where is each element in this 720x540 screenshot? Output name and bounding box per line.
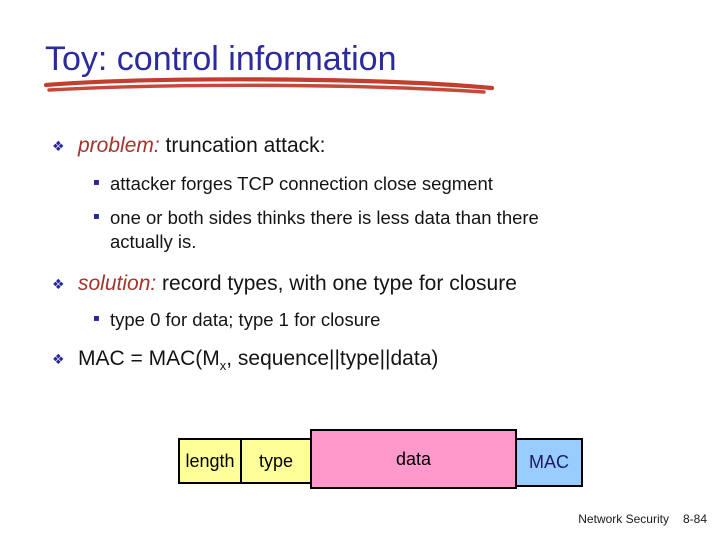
problem-label: problem: [78,134,160,157]
record-field-data: data [310,429,517,489]
sub-bullet-text: one or both sides thinks there is less d… [110,206,539,255]
record-diagram: length type data MAC [178,429,583,489]
sub-bullet-one-or-both: ▪ one or both sides thinks there is less… [93,206,539,255]
bullet-item-problem: ❖ problem: truncation attack: [52,133,325,158]
problem-rest: truncation attack: [159,134,326,157]
sub-bullet-line-1: one or both sides thinks there is less d… [110,207,539,228]
diamond-bullet-icon: ❖ [52,139,65,155]
square-bullet-icon: ▪ [93,313,100,324]
sub-bullet-text: type 0 for data; type 1 for closure [110,309,381,330]
square-bullet-icon: ▪ [93,211,100,222]
slide-footer: Network Security 8-84 [578,512,707,526]
footer-course-label: Network Security [578,512,669,526]
diamond-bullet-icon: ❖ [52,277,65,293]
bullet-text: solution: record types, with one type fo… [78,271,517,296]
sub-bullet-type-0: ▪ type 0 for data; type 1 for closure [93,308,380,332]
bullet-item-mac-formula: ❖ MAC = MAC(Mx, sequence||type||data) [52,346,438,374]
mac-formula-post: , sequence||type||data) [226,347,439,370]
sub-bullet-line-2: actually is. [110,231,197,253]
title-underline-stroke [43,77,495,94]
solution-label: solution: [78,272,157,295]
bullet-item-solution: ❖ solution: record types, with one type … [52,271,517,296]
footer-page-number: 8-84 [682,512,707,526]
sub-bullet-attacker-forges: ▪ attacker forges TCP connection close s… [93,172,493,196]
mac-formula: MAC = MAC(Mx, sequence||type||data) [78,346,438,374]
sub-bullet-text: attacker forges TCP connection close seg… [110,173,493,194]
record-field-type: type [240,438,312,484]
mac-formula-subscript: x [219,358,227,373]
record-field-mac: MAC [515,438,583,487]
square-bullet-icon: ▪ [93,177,100,188]
bullet-text: problem: truncation attack: [78,133,325,158]
diamond-bullet-icon: ❖ [52,352,65,368]
record-field-length: length [178,438,242,484]
mac-formula-pre: MAC = MAC(M [78,347,220,370]
solution-rest: record types, with one type for closure [156,272,517,295]
page-title: Toy: control information [45,40,397,78]
